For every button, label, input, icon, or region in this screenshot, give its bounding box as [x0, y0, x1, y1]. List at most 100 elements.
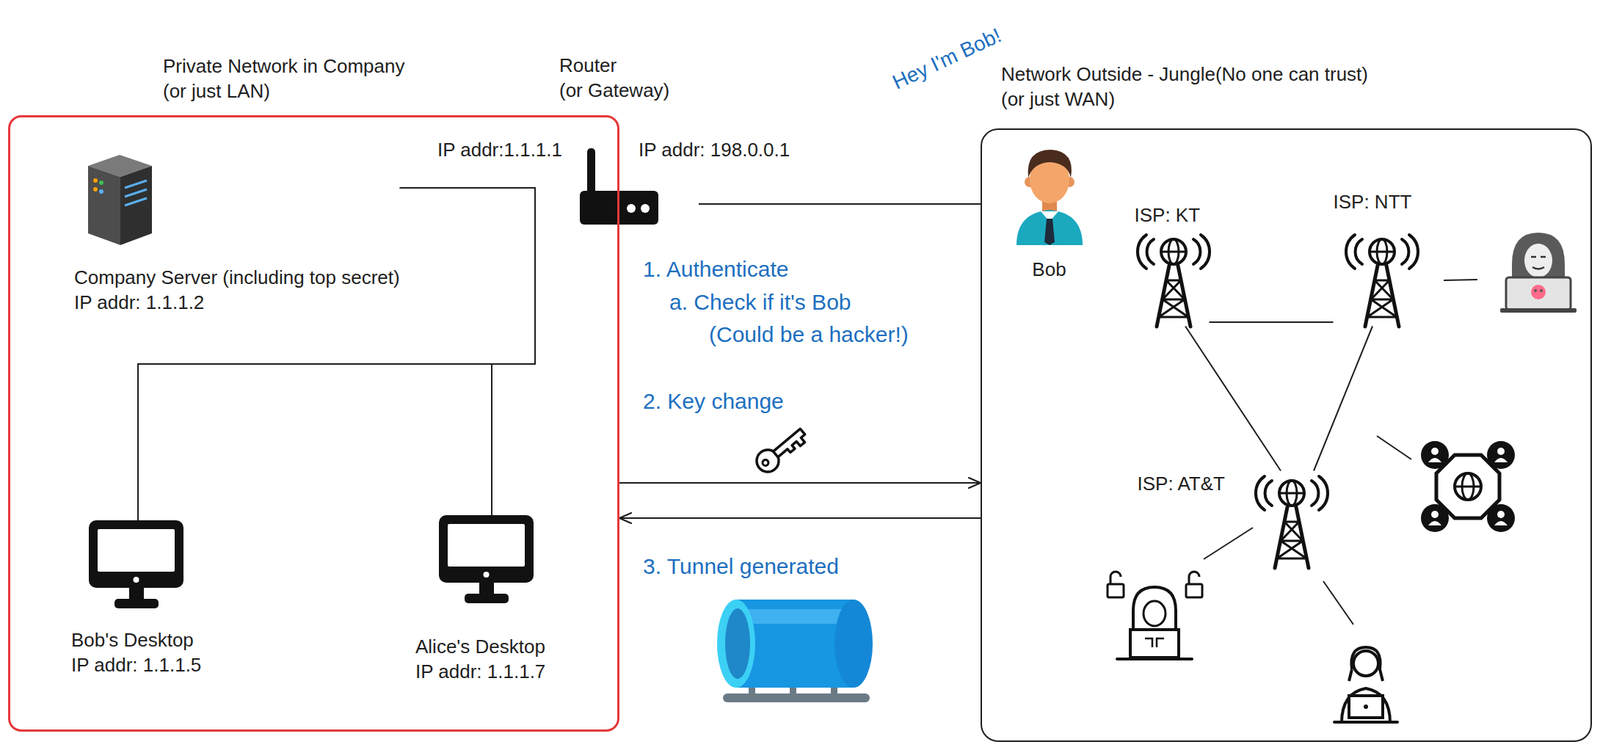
network-link	[1313, 326, 1373, 472]
community-icon	[1494, 457, 1508, 463]
region-heading-text: Network Outside - Jungle(No one can trus…	[1001, 61, 1369, 87]
server-node: Company Server (including top secret)IP …	[74, 153, 400, 315]
server-icon	[88, 165, 121, 246]
user-icon	[1334, 647, 1398, 723]
server-icon	[93, 178, 98, 183]
server-icon	[124, 198, 147, 206]
network-link	[1209, 321, 1334, 323]
node-detail: IP addr: 1.1.1.2	[74, 289, 400, 315]
user-icon	[1334, 720, 1398, 724]
hacker-lock-icon	[1107, 584, 1124, 598]
community-icon	[1454, 473, 1482, 500]
hacker-lock-icon	[1110, 571, 1121, 585]
network-link	[137, 187, 536, 521]
node-name: Alice's Desktop	[415, 634, 546, 660]
network-region: Network Outside - Jungle(No one can trus…	[980, 128, 1592, 743]
network-link	[1185, 326, 1281, 472]
community-icon	[1436, 455, 1500, 519]
person-icon	[1044, 218, 1055, 246]
server-icon	[124, 180, 147, 188]
isp-tower-node: ISP: AT&T	[1137, 471, 1327, 569]
community-icon	[1420, 504, 1449, 533]
tunnel-icon	[717, 599, 756, 688]
tower-icon	[1346, 234, 1418, 327]
community-icon	[1420, 441, 1515, 533]
community-icon	[1497, 510, 1505, 519]
user-icon	[1353, 651, 1379, 676]
tunnel-icon	[834, 599, 873, 688]
key-icon	[773, 428, 809, 462]
step-label: (Could be a hacker!)	[708, 320, 909, 349]
node-name: ISP: NTT	[1333, 189, 1417, 215]
hacker-lock-icon	[1130, 629, 1179, 658]
community-icon	[1494, 521, 1508, 526]
step-label: a. Check if it's Bob	[669, 288, 852, 317]
tunnel-icon	[736, 609, 854, 624]
person-node: Bob	[1015, 149, 1085, 282]
node-detail: IP addr: 1.1.1.5	[71, 652, 202, 678]
user-icon	[1348, 647, 1383, 682]
router-icon	[640, 204, 650, 213]
network-wire	[1376, 435, 1412, 460]
hacker-icon	[1506, 277, 1571, 310]
hacker-icon	[1531, 284, 1546, 300]
hacker-icon	[1500, 232, 1577, 313]
isp-tower-node: ISP: NTT	[1333, 189, 1417, 327]
speech-note: Hey I'm Bob!	[888, 22, 1005, 95]
server-icon	[99, 189, 104, 194]
region-heading: Network Outside - Jungle(No one can trus…	[1001, 61, 1369, 112]
hacker-lock-icon	[1188, 571, 1200, 585]
community-icon	[1497, 447, 1505, 456]
ip-label: IP addr:1.1.1.1	[437, 137, 563, 163]
hacker-lock-icon	[1117, 657, 1192, 661]
node-name: ISP: KT	[1134, 202, 1210, 228]
node-name: Router	[559, 52, 699, 78]
key-exchange-arrow	[619, 517, 981, 519]
node-detail: IP addr: 1.1.1.7	[415, 659, 546, 685]
step-label: 2. Key change	[642, 387, 784, 416]
person-icon	[1016, 209, 1083, 246]
tower-icon	[1255, 476, 1328, 569]
node-name: Company Server (including top secret)	[74, 264, 400, 290]
network-wire	[1443, 279, 1478, 281]
router-icon	[626, 204, 636, 213]
ip-label: IP addr: 198.0.0.1	[638, 137, 790, 163]
community-icon	[1486, 504, 1515, 533]
desktop-node: Bob's DesktopIP addr: 1.1.1.5	[71, 520, 202, 678]
server-icon	[93, 187, 98, 192]
region-heading-text: (or just WAN)	[1001, 86, 1369, 112]
person-icon	[1028, 149, 1072, 178]
router-icon	[587, 148, 596, 196]
hacker-icon	[1533, 289, 1537, 293]
community-icon	[1431, 447, 1439, 456]
region-heading-text: (or just LAN)	[162, 78, 405, 104]
user-icon	[1348, 695, 1383, 718]
server-icon	[124, 189, 147, 197]
server-icon	[88, 154, 152, 246]
node-name: Bob's Desktop	[71, 627, 202, 653]
community-icon	[1428, 521, 1442, 526]
network-link	[698, 203, 981, 205]
community-icon	[1428, 457, 1442, 463]
region-heading: Private Network in Company(or just LAN)	[162, 53, 405, 104]
desktop-node: Alice's DesktopIP addr: 1.1.1.7	[415, 515, 546, 685]
hacker-lock-icon	[1186, 584, 1203, 598]
network-wire	[1323, 581, 1354, 625]
server-icon	[120, 165, 152, 246]
key-icon	[752, 423, 810, 477]
hacker-icon	[1500, 308, 1577, 313]
community-icon	[1420, 441, 1449, 469]
network-wire	[1203, 527, 1253, 560]
isp-tower-node: ISP: KT	[1134, 202, 1210, 327]
step-label: 1. Authenticate	[642, 255, 789, 284]
hacker-icon	[1539, 289, 1543, 293]
key-exchange-arrow	[619, 482, 981, 484]
hacker-icon	[1524, 243, 1553, 278]
community-icon	[1431, 510, 1439, 519]
network-wire	[1203, 279, 1478, 625]
key-icon	[761, 458, 770, 467]
